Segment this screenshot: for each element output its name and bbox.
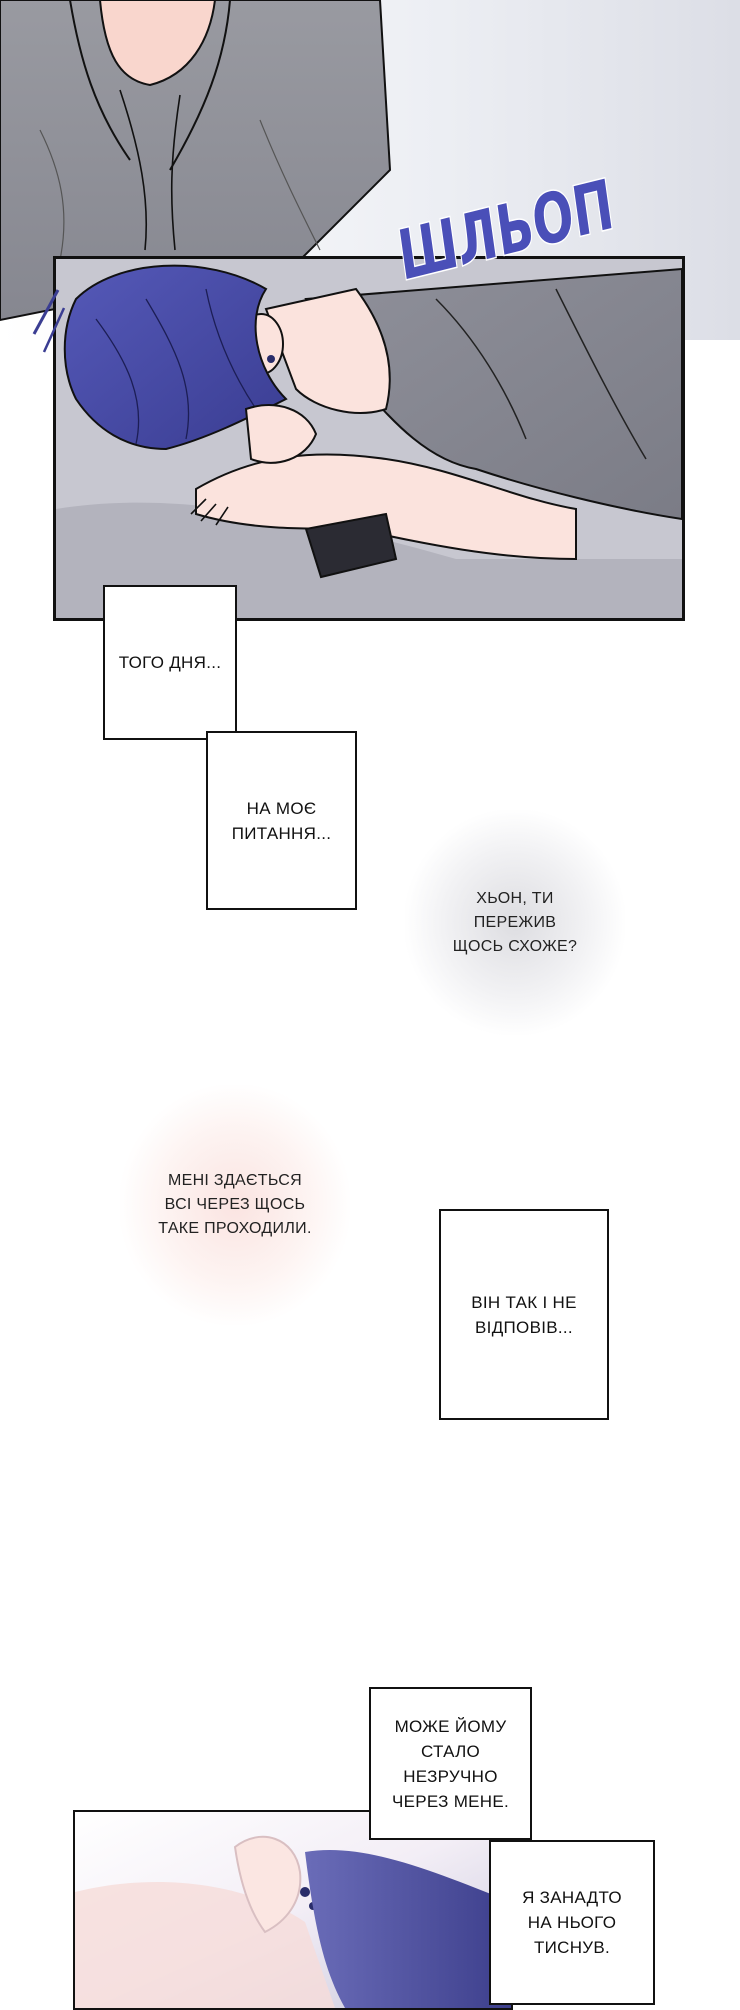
caption-no-answer: ВІН ТАК І НЕ ВІДПОВІВ... [439, 1209, 609, 1420]
motion-lines [32, 289, 66, 353]
caption-that-day-text: ТОГО ДНЯ... [118, 653, 222, 672]
panel-sleeping-boy [53, 256, 685, 621]
bubble-everyone-text: МЕНІ ЗДАЄТЬСЯ ВСІ ЧЕРЕЗ ЩОСЬ ТАКЕ ПРОХОД… [158, 1172, 312, 1237]
bubble-question: ХЬОН, ТИ ПЕРЕЖИВ ЩОСЬ СХОЖЕ? [405, 810, 625, 1035]
panel-ear-closeup [73, 1810, 513, 2010]
caption-no-answer-text: ВІН ТАК І НЕ ВІДПОВІВ... [471, 1292, 577, 1337]
caption-that-day: ТОГО ДНЯ... [103, 585, 237, 740]
sfx-slap: ШЛЬОП [392, 164, 619, 290]
caption-pressured-text: Я ЗАНАДТО НА НЬОГО ТИСНУВ. [522, 1888, 622, 1957]
caption-uncomfortable-text: МОЖЕ ЙОМУ СТАЛО НЕЗРУЧНО ЧЕРЕЗ МЕНЕ. [391, 1716, 510, 1811]
caption-my-question-text: НА МОЄ ПИТАННЯ... [231, 798, 332, 843]
bubble-question-text: ХЬОН, ТИ ПЕРЕЖИВ ЩОСЬ СХОЖЕ? [452, 889, 578, 955]
caption-my-question: НА МОЄ ПИТАННЯ... [206, 731, 357, 910]
caption-pressured: Я ЗАНАДТО НА НЬОГО ТИСНУВ. [489, 1840, 655, 2005]
bubble-everyone: МЕНІ ЗДАЄТЬСЯ ВСІ ЧЕРЕЗ ЩОСЬ ТАКЕ ПРОХОД… [120, 1085, 350, 1325]
caption-uncomfortable: МОЖЕ ЙОМУ СТАЛО НЕЗРУЧНО ЧЕРЕЗ МЕНЕ. [369, 1687, 532, 1840]
sfx-text: ШЛЬОП [394, 165, 618, 290]
